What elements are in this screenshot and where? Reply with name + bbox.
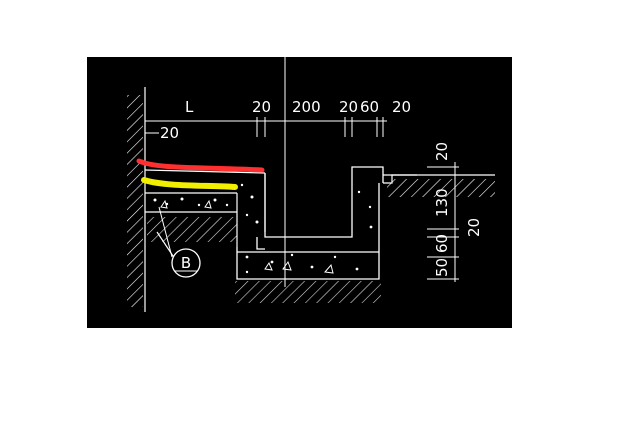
yellow-highlight-line xyxy=(141,177,238,190)
red-highlight-line xyxy=(136,158,265,173)
detail-callout-b: B xyxy=(158,206,201,278)
left-ground-hatch xyxy=(147,217,237,242)
dim-right-20: 20 xyxy=(433,142,451,161)
dim-20-top-c: 20 xyxy=(392,98,411,116)
dim-20-small: 20 xyxy=(160,124,179,142)
dim-L: L xyxy=(185,98,194,116)
callout-letter: B xyxy=(181,254,191,272)
cad-drawing-panel: B L 20 200 20 60 20 20 20 130 60 50 20 xyxy=(87,57,512,328)
left-wall-hatch xyxy=(127,87,146,312)
right-dimension-line xyxy=(427,162,459,282)
dim-right-60: 60 xyxy=(433,234,451,253)
top-dimension-line xyxy=(145,117,387,137)
dim-200: 200 xyxy=(292,98,321,116)
section-drawing: B L 20 200 20 60 20 20 20 130 60 50 20 xyxy=(127,57,495,312)
dim-20-top-a: 20 xyxy=(252,98,271,116)
bottom-ground-hatch xyxy=(235,281,381,303)
left-slab-aggregate xyxy=(153,183,259,224)
drain-channel xyxy=(236,166,384,280)
dim-60: 60 xyxy=(360,98,379,116)
dim-right-20-side: 20 xyxy=(465,218,483,237)
dim-right-130: 130 xyxy=(433,188,451,217)
dim-20-top-b: 20 xyxy=(339,98,358,116)
dim-right-50: 50 xyxy=(433,258,451,277)
